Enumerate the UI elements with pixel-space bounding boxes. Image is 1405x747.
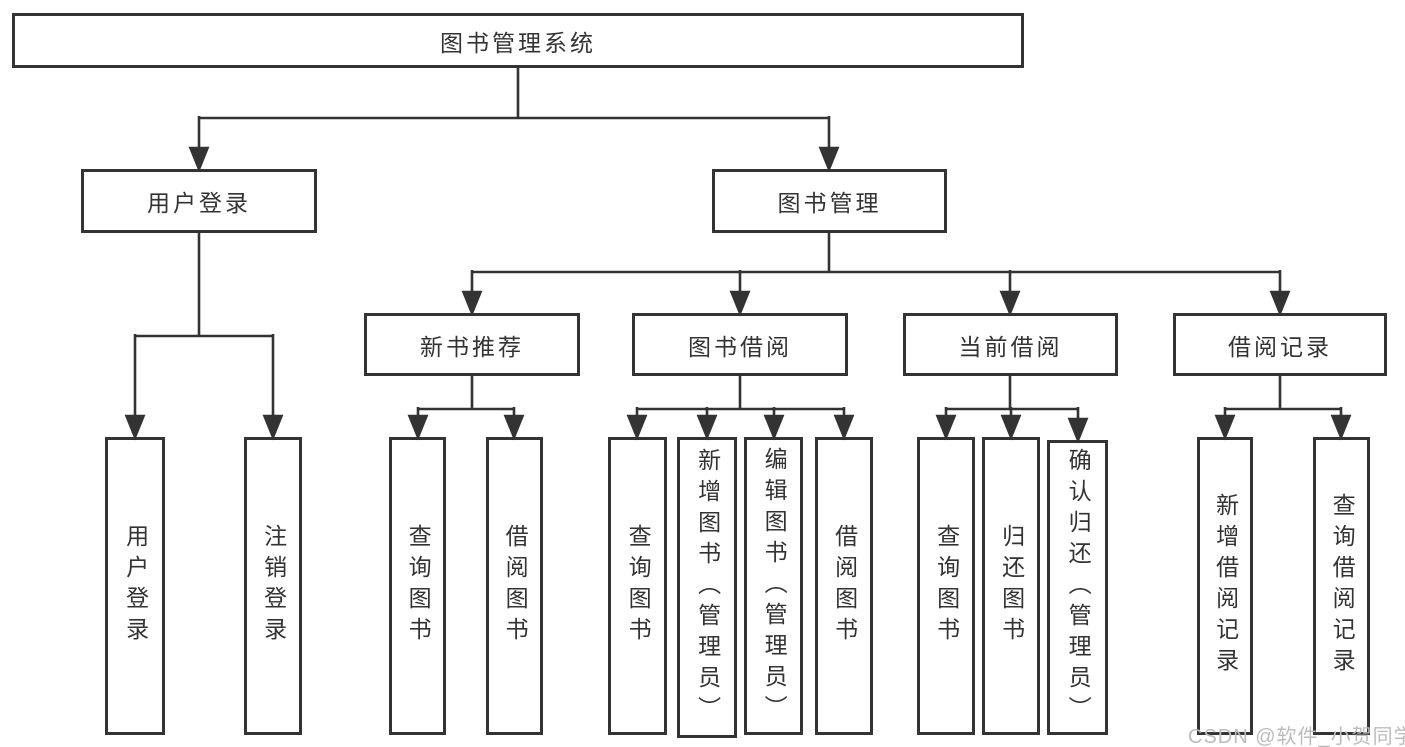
arrowhead [188, 146, 210, 173]
connector-root-to-level2 [188, 66, 840, 173]
node-book-borrow: 图书借阅 [632, 313, 848, 376]
arrowhead [833, 414, 855, 441]
leaf-user-login: 用户登录 [105, 437, 165, 735]
arrowhead [124, 414, 146, 441]
arrowhead [1067, 417, 1089, 444]
leaf-current-query: 查询图书 [917, 437, 975, 735]
leaf-label: 查询图书 [933, 524, 960, 648]
leaf-label: 归还图书 [998, 524, 1025, 648]
node-user-login: 用户登录 [81, 169, 317, 233]
node-user-login-label: 用户登录 [147, 190, 251, 216]
leaf-borrow-add: 新增图书（管理员） [677, 437, 737, 738]
leaf-label: 查询图书 [625, 524, 652, 648]
node-book-mgmt: 图书管理 [712, 169, 947, 233]
node-root-label: 图书管理系统 [440, 29, 596, 56]
arrowhead [763, 414, 785, 441]
arrowhead [503, 414, 525, 441]
arrowhead [999, 290, 1021, 317]
arrowhead [729, 290, 751, 317]
leaf-logout: 注销登录 [244, 437, 302, 735]
node-current-borrow-label: 当前借阅 [958, 333, 1063, 360]
leaf-label: 注销登录 [260, 524, 287, 648]
leaf-current-return: 归还图书 [982, 437, 1040, 735]
connector-book-borrow-to-leaves [626, 374, 855, 441]
watermark-text: CSDN @软件_小贺同学 [1188, 726, 1405, 747]
arrowhead [626, 414, 648, 441]
node-borrow-records-label: 借阅记录 [1228, 333, 1332, 360]
leaf-label: 借阅图书 [831, 524, 858, 648]
leaf-borrow-edit: 编辑图书（管理员） [744, 437, 803, 735]
arrowhead [818, 146, 840, 173]
leaf-newbooks-query: 查询图书 [389, 437, 446, 735]
leaf-label: 借阅图书 [502, 524, 529, 648]
leaf-label: 新增借阅记录 [1212, 493, 1239, 679]
leaf-label: 新增图书（管理员） [694, 448, 721, 727]
leaf-label: 用户登录 [122, 524, 149, 648]
arrowhead [1214, 414, 1236, 441]
connector-current-borrow-to-leaves [935, 374, 1089, 444]
leaf-newbooks-borrow: 借阅图书 [486, 437, 543, 735]
arrowhead [696, 414, 718, 441]
arrowhead [1330, 414, 1352, 441]
connector-new-books-to-leaves [407, 374, 525, 441]
node-borrow-records: 借阅记录 [1173, 313, 1387, 376]
leaf-label: 确认归还（管理员） [1065, 448, 1092, 727]
arrowhead [935, 414, 957, 441]
leaf-current-confirm: 确认归还（管理员） [1047, 440, 1108, 735]
connector-book-mgmt-to-level3 [461, 231, 1291, 317]
leaf-borrow-book: 借阅图书 [815, 437, 873, 735]
node-book-mgmt-label: 图书管理 [777, 190, 882, 216]
leaf-record-query: 查询借阅记录 [1313, 437, 1370, 735]
connector-borrow-records-to-leaves [1214, 374, 1352, 441]
arrowhead [1269, 290, 1291, 317]
node-new-books-label: 新书推荐 [420, 333, 524, 360]
node-new-books: 新书推荐 [364, 313, 580, 376]
node-current-borrow: 当前借阅 [903, 313, 1118, 376]
arrowhead [1000, 414, 1022, 441]
node-root: 图书管理系统 [12, 13, 1024, 68]
connector-user-login-to-leaves [124, 231, 284, 441]
leaf-label: 编辑图书（管理员） [761, 446, 788, 726]
node-book-borrow-label: 图书借阅 [688, 333, 792, 360]
arrowhead [461, 290, 483, 317]
arrowhead [407, 414, 429, 441]
leaf-label: 查询图书 [405, 524, 432, 648]
leaf-label: 查询借阅记录 [1329, 493, 1356, 679]
arrowhead [262, 414, 284, 441]
leaf-record-add: 新增借阅记录 [1197, 437, 1253, 735]
leaf-borrow-query: 查询图书 [608, 437, 667, 735]
